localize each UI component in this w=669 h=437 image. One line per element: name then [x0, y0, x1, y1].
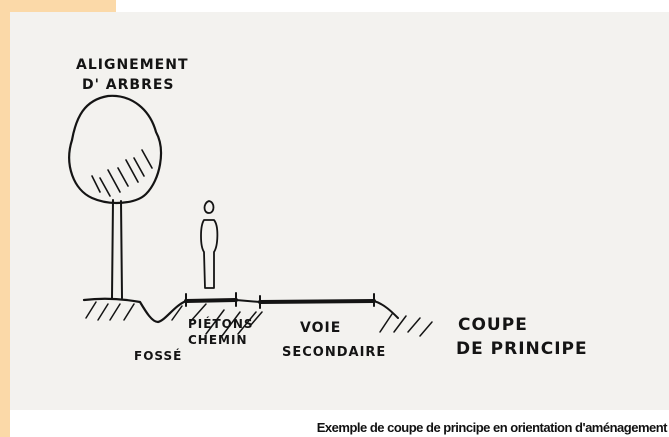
pedestrian-figure [200, 200, 219, 289]
path-line [184, 298, 238, 303]
ground-hatching-left [85, 301, 183, 321]
ground-line [82, 297, 238, 324]
tree-label-line2: D' ARBRES [82, 77, 175, 93]
voie-label-line2: SECONDAIRE [282, 345, 387, 360]
coupe-label-line1: COUPE [458, 315, 528, 335]
ground-hatching-right [379, 313, 433, 337]
page-edge-strip [0, 0, 10, 437]
tree-trunk [111, 199, 114, 299]
tree-canopy-hatching [91, 149, 153, 197]
pietons-label: PIÉTONS [188, 317, 254, 331]
sketch-paper [10, 12, 669, 410]
page-edge-corner [0, 0, 116, 12]
embankment-line [373, 300, 399, 319]
ground-hatching-path [189, 303, 263, 337]
tree-canopy [68, 94, 163, 204]
tree-label-line1: ALIGNEMENT [76, 57, 189, 73]
fosse-label: FOSSÉ [134, 349, 183, 363]
voie-label-line1: VOIE [300, 320, 342, 336]
coupe-label-line2: DE PRINCIPE [456, 339, 588, 359]
figure-caption: Exemple de coupe de principe en orientat… [316, 420, 668, 435]
road-line [258, 299, 376, 304]
chemin-label: CHEMIN [188, 333, 248, 347]
